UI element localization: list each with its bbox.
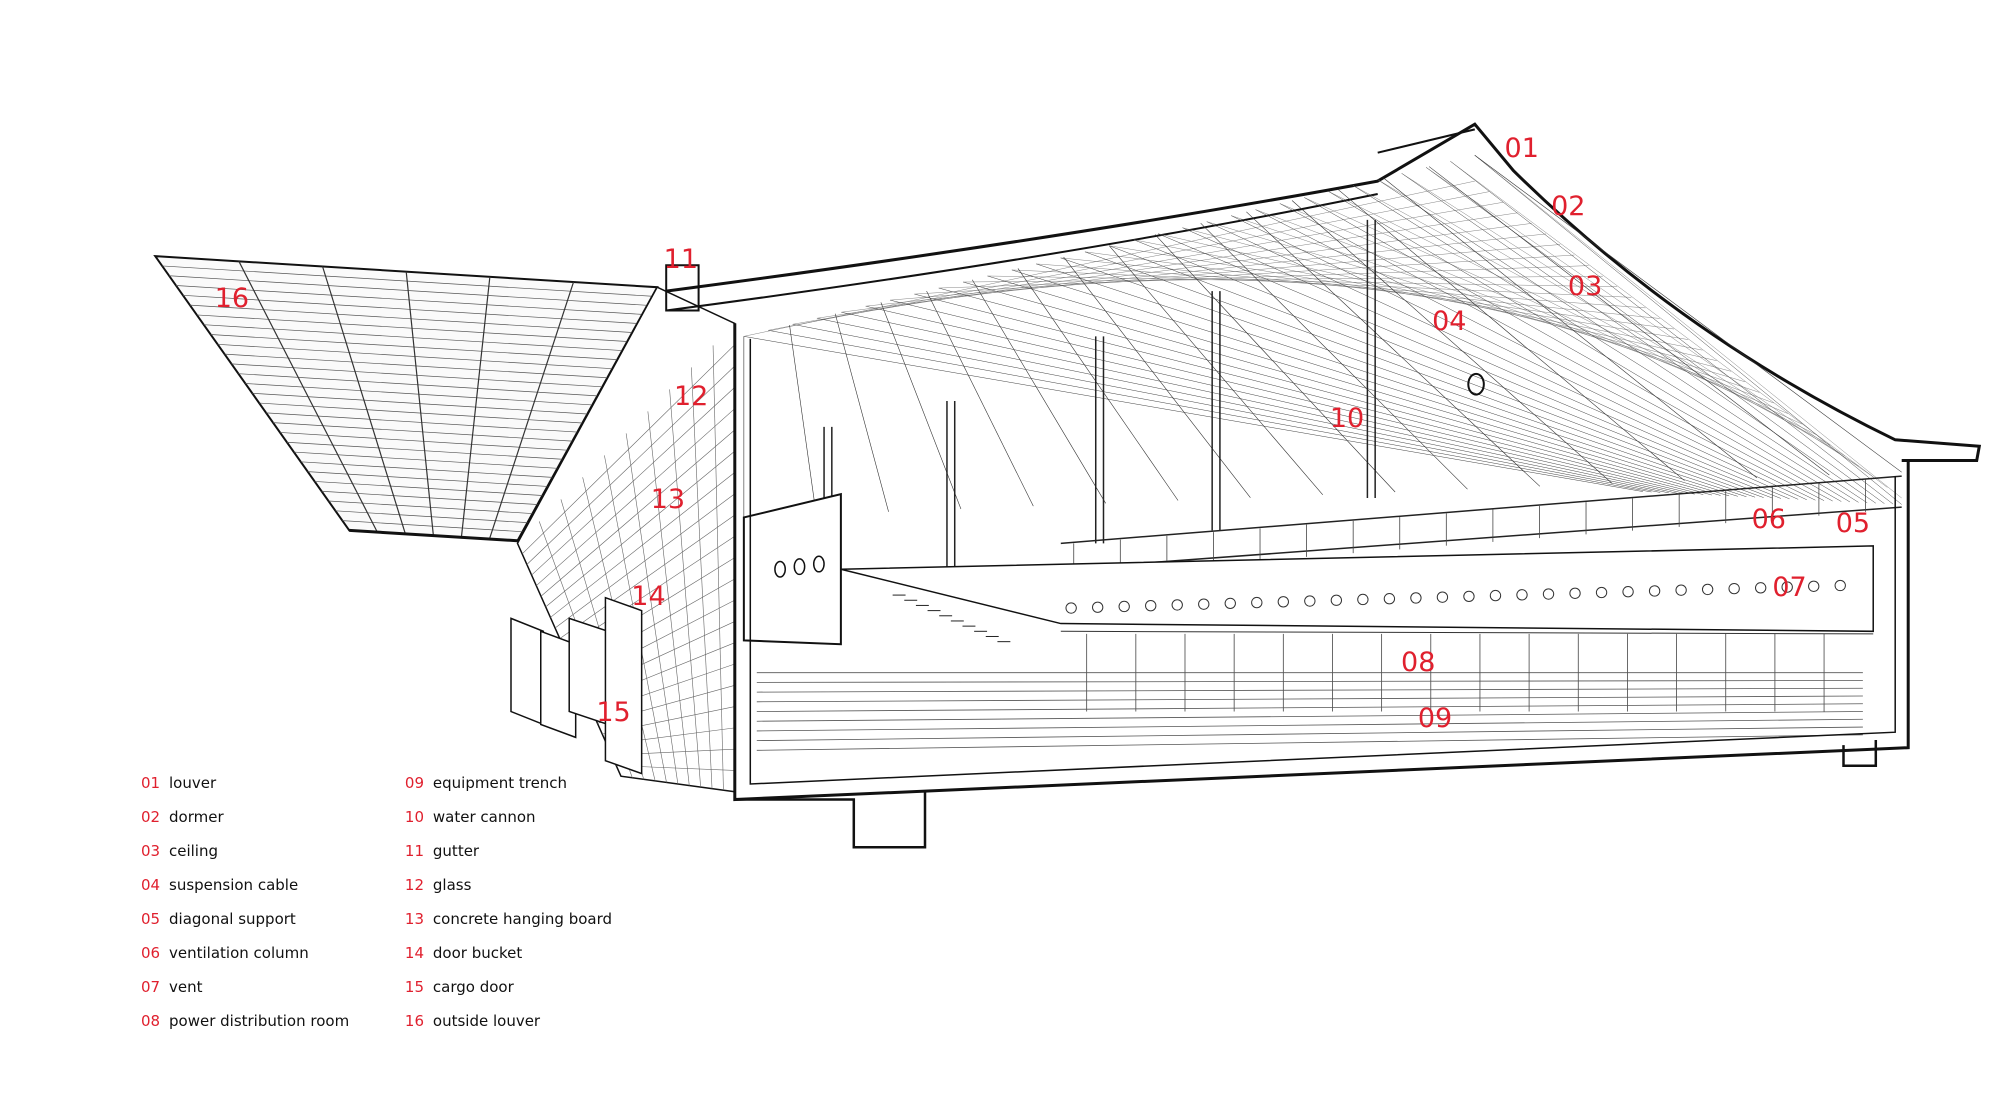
left-facade [510,286,736,793]
callout-02: 02 [1551,190,1586,222]
section-outline [665,264,1910,849]
callout-16: 16 [214,282,250,314]
callout-14: 14 [631,581,666,613]
roof-structure [666,122,1982,596]
callout-03: 03 [1567,270,1603,302]
callout-11: 11 [663,243,698,275]
callout-05: 05 [1835,507,1871,539]
hall-interior [742,475,1902,751]
callout-12: 12 [673,380,709,412]
callout-01: 01 [1504,132,1539,164]
callout-15: 15 [596,696,631,728]
callout-10: 10 [1329,402,1365,434]
callout-13: 13 [650,484,686,516]
callout-08: 08 [1401,647,1436,679]
callout-04: 04 [1432,305,1467,337]
callout-07: 07 [1772,572,1807,604]
callout-06: 06 [1751,503,1786,535]
outside-louver-grid [153,255,659,543]
callout-09: 09 [1417,703,1453,735]
